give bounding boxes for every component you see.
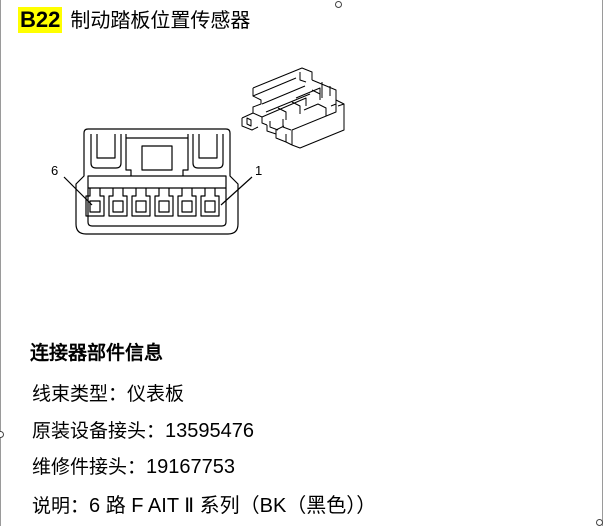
- info-value: 仪表板: [127, 383, 185, 405]
- info-label: 维修件接头：: [32, 456, 147, 478]
- connector-code: B22: [18, 7, 63, 33]
- pin-6-leader-line: [63, 176, 93, 206]
- info-line-description: 说明：6 路 F AIT Ⅱ 系列（BK（黑色））: [32, 489, 376, 518]
- connector-drawing: [63, 67, 345, 235]
- info-line-harness-type: 线束类型：仪表板: [32, 379, 184, 406]
- connector-info: 连接器部件信息: [30, 338, 163, 368]
- connector-isometric-view: [241, 67, 345, 149]
- info-label: 说明：: [32, 495, 90, 517]
- info-value: 19167753: [146, 456, 235, 478]
- resize-handle-top[interactable]: [335, 1, 342, 8]
- left-latch: [90, 134, 122, 169]
- right-latch-inner: [198, 134, 218, 159]
- info-label: 线束类型：: [32, 383, 128, 405]
- info-heading: 连接器部件信息: [30, 342, 164, 364]
- page-title: B22 制动踏板位置传感器: [18, 6, 250, 34]
- cavity-band: [87, 175, 227, 227]
- left-border-line: [0, 0, 1, 526]
- info-label: 原装设备接头：: [32, 420, 166, 442]
- info-line-oem-connector: 原装设备接头：13595476: [32, 416, 254, 443]
- terminal-cavities: [85, 188, 220, 217]
- center-key-window: [141, 145, 173, 171]
- pin-1-label: 1: [255, 163, 263, 178]
- right-border-line: [602, 0, 603, 526]
- center-key-right: [182, 134, 189, 176]
- center-key: [125, 134, 132, 176]
- pin-6-label: 6: [51, 163, 59, 178]
- connector-face-view: [63, 128, 253, 235]
- info-value: 6 路 F AIT Ⅱ 系列（BK（黑色））: [89, 495, 377, 517]
- pin-1-leader-line: [220, 176, 253, 206]
- left-latch-inner: [96, 134, 116, 159]
- resize-handle-left[interactable]: [0, 431, 4, 438]
- info-value: 13595476: [165, 420, 254, 442]
- info-line-service-connector: 维修件接头：19167753: [32, 452, 235, 479]
- connector-face-outline: [75, 128, 239, 235]
- right-latch: [192, 134, 224, 169]
- connector-name: 制动踏板位置传感器: [70, 8, 251, 32]
- resize-handle-bottom-right[interactable]: [596, 519, 603, 526]
